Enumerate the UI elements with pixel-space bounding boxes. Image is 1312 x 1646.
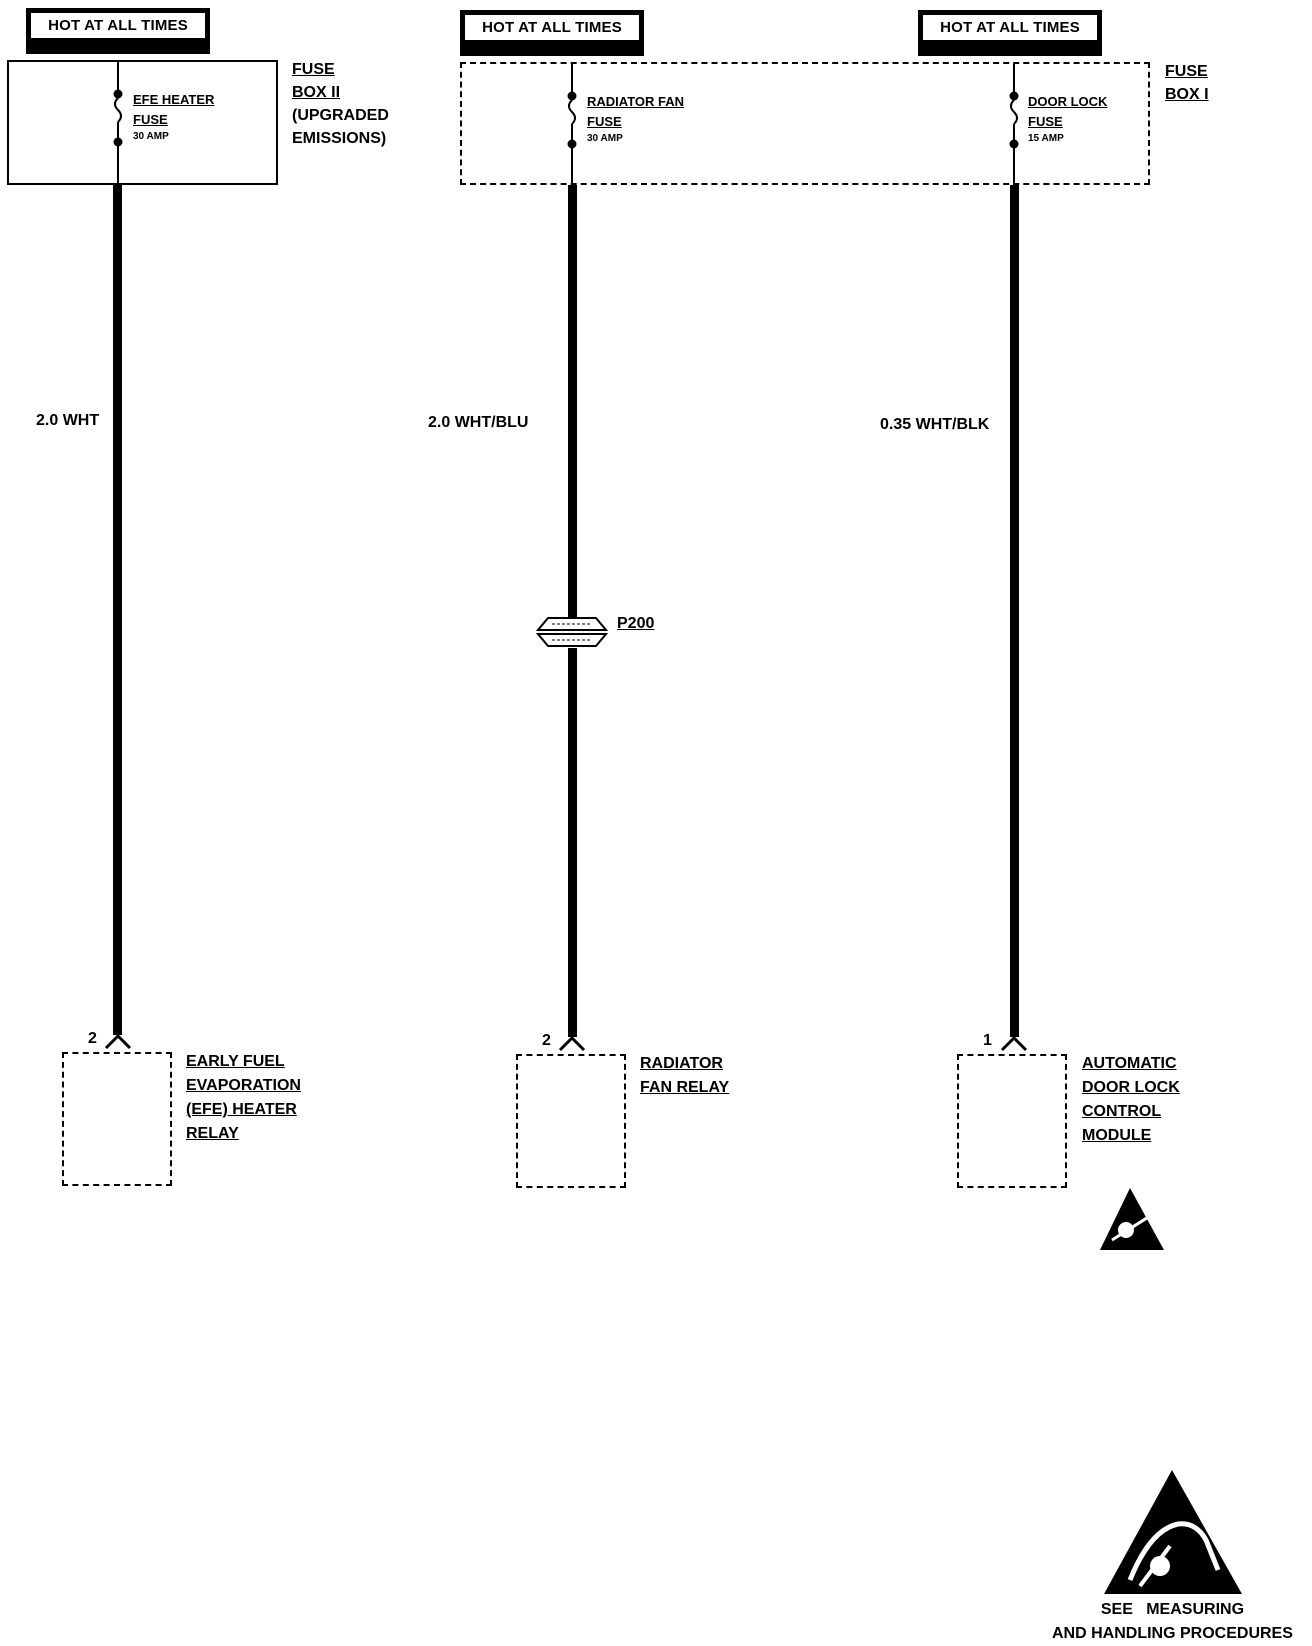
component-1-line-3: (EFE) HEATER bbox=[186, 1101, 297, 1118]
terminal-arrow-efe bbox=[104, 1033, 132, 1050]
esd-caption-line-1: SEE MEASURING bbox=[1100, 1601, 1245, 1618]
hot-label-text-2: HOT AT ALL TIMES bbox=[465, 15, 639, 40]
fuse-box-2-line-4: EMISSIONS) bbox=[292, 130, 387, 147]
component-3-line-1: AUTOMATIC bbox=[1082, 1055, 1177, 1072]
component-3-line-4: MODULE bbox=[1082, 1127, 1152, 1144]
component-1-line-2: EVAPORATION bbox=[186, 1077, 301, 1094]
wire-radiator-fan-lower bbox=[568, 648, 577, 1037]
hot-at-all-times-label-1: HOT AT ALL TIMES bbox=[26, 8, 210, 54]
fuse-1-amp: 30 AMP bbox=[133, 131, 169, 142]
fuse-box-1-line-2: BOX I bbox=[1165, 86, 1209, 103]
pin-number-fan-relay: 2 bbox=[542, 1032, 551, 1049]
fuse-2-amp: 30 AMP bbox=[587, 133, 623, 144]
fuse-label-radiator-fan: RADIATOR FAN FUSE 30 AMP bbox=[587, 92, 684, 146]
fuse-symbol-efe-heater bbox=[113, 62, 123, 185]
wire-label-door-lock: 0.35 WHT/BLK bbox=[880, 416, 990, 433]
fuse-symbol-door-lock bbox=[1009, 64, 1019, 185]
hot-at-all-times-label-2: HOT AT ALL TIMES bbox=[460, 10, 644, 56]
esd-warning-icon-small bbox=[1100, 1188, 1164, 1250]
wire-label-radiator: 2.0 WHT/BLU bbox=[428, 414, 529, 431]
component-label-efe-heater-relay: EARLY FUEL EVAPORATION (EFE) HEATER RELA… bbox=[186, 1050, 301, 1146]
terminal-arrow-door bbox=[1000, 1035, 1028, 1052]
fuse-2-name-line-2: FUSE bbox=[587, 114, 622, 129]
wire-door-lock bbox=[1010, 185, 1019, 1037]
pin-number-efe-relay: 2 bbox=[88, 1030, 97, 1047]
connector-label-p200: P200 bbox=[617, 615, 655, 632]
component-box-efe-heater-relay bbox=[62, 1052, 172, 1186]
wire-efe-heater bbox=[113, 185, 122, 1035]
component-box-radiator-fan-relay bbox=[516, 1054, 626, 1188]
component-label-door-lock-module: AUTOMATIC DOOR LOCK CONTROL MODULE bbox=[1082, 1052, 1180, 1148]
fuse-box-1 bbox=[460, 62, 1150, 185]
component-3-line-3: CONTROL bbox=[1082, 1103, 1162, 1120]
fuse-3-amp: 15 AMP bbox=[1028, 133, 1064, 144]
fuse-label-door-lock: DOOR LOCK FUSE 15 AMP bbox=[1028, 92, 1107, 146]
fuse-box-2 bbox=[7, 60, 278, 185]
component-1-line-1: EARLY FUEL bbox=[186, 1053, 285, 1070]
component-1-line-4: RELAY bbox=[186, 1125, 239, 1142]
fuse-box-2-title: FUSE BOX II (UPGRADED EMISSIONS) bbox=[292, 58, 389, 150]
component-2-line-1: RADIATOR bbox=[640, 1055, 723, 1072]
esd-caption-line-2: AND HANDLING PROCEDURES bbox=[1052, 1625, 1293, 1642]
hot-label-text-1: HOT AT ALL TIMES bbox=[31, 13, 205, 38]
fuse-box-1-line-1: FUSE bbox=[1165, 63, 1208, 80]
fuse-1-name-line-2: FUSE bbox=[133, 112, 168, 127]
component-2-line-2: FAN RELAY bbox=[640, 1079, 730, 1096]
component-box-door-lock-module bbox=[957, 1054, 1067, 1188]
connector-symbol-p200 bbox=[535, 617, 609, 647]
esd-warning-icon-large bbox=[1104, 1470, 1242, 1594]
fuse-box-2-line-3: (UPGRADED bbox=[292, 107, 389, 124]
fuse-label-efe-heater: EFE HEATER FUSE 30 AMP bbox=[133, 90, 214, 144]
hot-at-all-times-label-3: HOT AT ALL TIMES bbox=[918, 10, 1102, 56]
esd-caption: SEE MEASURING AND HANDLING PROCEDURES bbox=[1052, 1598, 1293, 1646]
terminal-arrow-fan bbox=[558, 1035, 586, 1052]
fuse-1-name-line-1: EFE HEATER bbox=[133, 92, 215, 107]
fuse-box-1-title: FUSE BOX I bbox=[1165, 60, 1209, 106]
wire-radiator-fan-upper bbox=[568, 185, 577, 618]
fuse-2-name-line-1: RADIATOR FAN bbox=[587, 94, 685, 109]
hot-label-text-3: HOT AT ALL TIMES bbox=[923, 15, 1097, 40]
pin-number-door-module: 1 bbox=[983, 1032, 992, 1049]
fuse-3-name-line-1: DOOR LOCK bbox=[1028, 94, 1108, 109]
component-3-line-2: DOOR LOCK bbox=[1082, 1079, 1180, 1096]
fuse-3-name-line-2: FUSE bbox=[1028, 114, 1063, 129]
wire-label-efe: 2.0 WHT bbox=[36, 412, 100, 429]
component-label-radiator-fan-relay: RADIATOR FAN RELAY bbox=[640, 1052, 729, 1100]
fuse-box-2-line-1: FUSE bbox=[292, 61, 335, 78]
fuse-symbol-radiator-fan bbox=[567, 64, 577, 185]
fuse-box-2-line-2: BOX II bbox=[292, 84, 341, 101]
